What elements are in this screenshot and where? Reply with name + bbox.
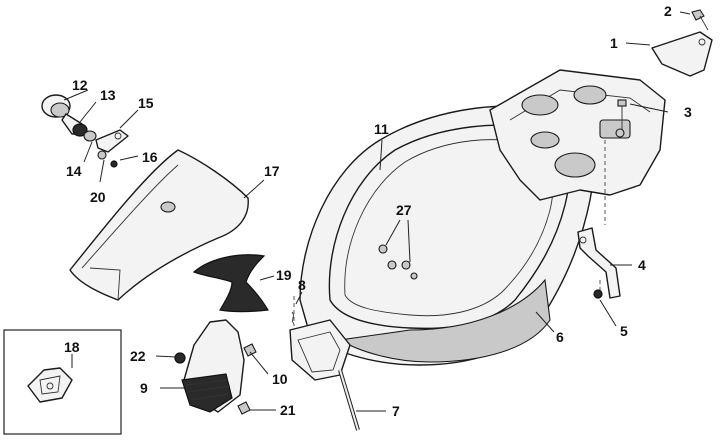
part-cover-plate xyxy=(651,31,713,77)
part-lower-bracket xyxy=(174,319,257,415)
part-screw-top xyxy=(691,9,709,31)
callout-20: 20 xyxy=(90,189,106,205)
callout-4: 4 xyxy=(638,257,646,273)
callout-2: 2 xyxy=(664,3,672,19)
part-bracket-4 xyxy=(577,227,621,299)
part-front-panel-17 xyxy=(69,149,249,301)
callout-3: 3 xyxy=(684,104,692,120)
callout-9: 9 xyxy=(140,380,148,396)
callout-10: 10 xyxy=(272,371,288,387)
part-bolt-3 xyxy=(615,99,627,138)
part-clip-18-box xyxy=(3,329,122,435)
part-lock-assembly xyxy=(41,94,129,168)
callout-17: 17 xyxy=(264,163,280,179)
callout-8: 8 xyxy=(298,277,306,293)
leader-lines xyxy=(63,11,691,412)
callout-16: 16 xyxy=(142,149,158,165)
callout-6: 6 xyxy=(556,329,564,345)
part-rod-7 xyxy=(338,369,360,431)
part-clip-8 xyxy=(291,311,295,325)
callout-13: 13 xyxy=(100,87,116,103)
part-grip-19 xyxy=(192,254,269,313)
callout-18: 18 xyxy=(64,339,80,355)
callout-1: 1 xyxy=(610,35,618,51)
callout-12: 12 xyxy=(72,77,88,93)
callout-11: 11 xyxy=(374,121,389,137)
callout-labels: 1 2 3 4 5 6 7 8 9 10 11 12 13 14 15 16 1… xyxy=(64,3,692,419)
part-screws-27 xyxy=(378,244,418,280)
part-nut-5 xyxy=(593,289,603,299)
callout-27: 27 xyxy=(396,202,412,218)
callout-14: 14 xyxy=(66,163,82,179)
callout-22: 22 xyxy=(130,348,146,364)
callout-19: 19 xyxy=(276,267,292,283)
callout-5: 5 xyxy=(620,323,628,339)
callout-7: 7 xyxy=(392,403,400,419)
callout-15: 15 xyxy=(138,95,154,111)
callout-21: 21 xyxy=(280,402,296,418)
